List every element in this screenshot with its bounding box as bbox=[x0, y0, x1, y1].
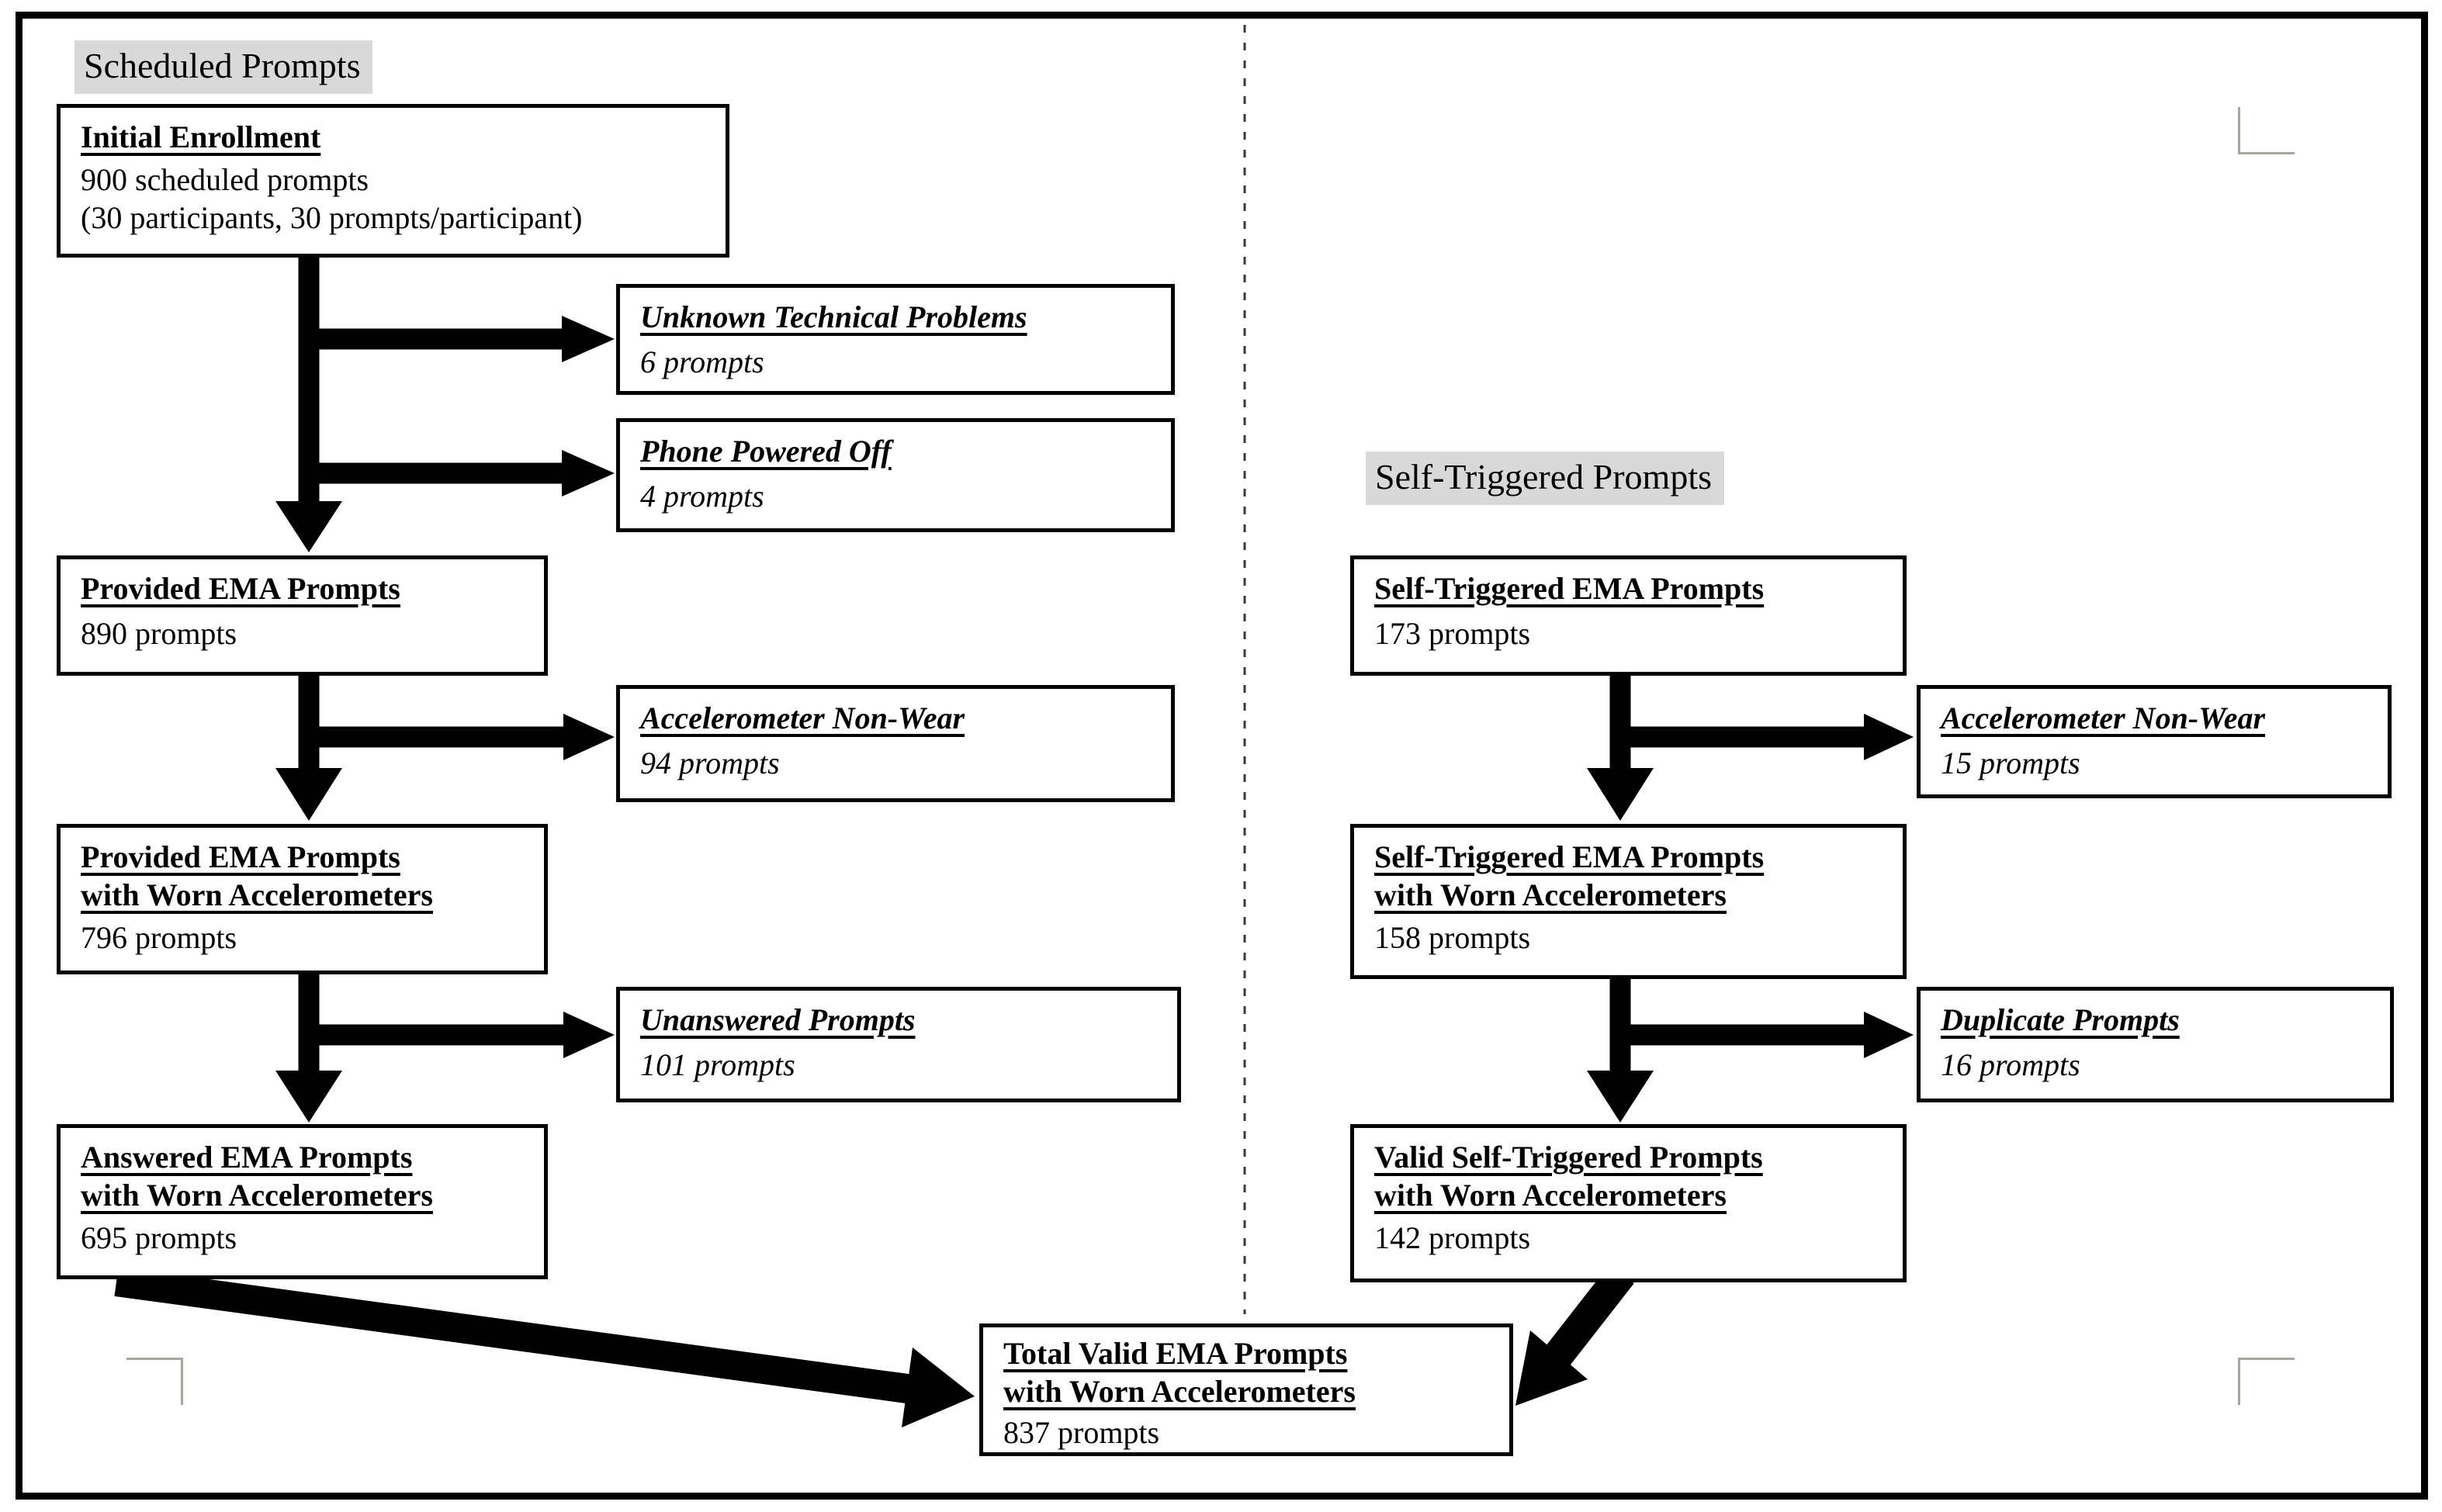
box-value: 101 prompts bbox=[640, 1047, 795, 1082]
box-title: with Worn Accelerometers bbox=[81, 1177, 433, 1213]
box-valid-self-triggered-prompts-worn: Valid Self-Triggered Prompts with Worn A… bbox=[1350, 1124, 1907, 1282]
box-answered-ema-prompts-worn: Answered EMA Prompts with Worn Accelerom… bbox=[57, 1124, 548, 1279]
box-value: 15 prompts bbox=[1941, 745, 2080, 780]
arrow-valid-to-total-diagonal bbox=[1515, 1264, 1634, 1406]
box-title: Self-Triggered EMA Prompts bbox=[1374, 839, 1765, 874]
box-value: 900 scheduled prompts bbox=[81, 161, 369, 197]
arrow-selftriggered-to-selftriggered-worn bbox=[1587, 674, 1654, 821]
arrow-branch-accelerometer-nonwear-right bbox=[1620, 714, 1914, 760]
box-unanswered-prompts: Unanswered Prompts 101 prompts bbox=[616, 987, 1181, 1102]
box-title: with Worn Accelerometers bbox=[1003, 1373, 1356, 1409]
arrow-branch-unanswered bbox=[309, 1012, 615, 1058]
box-duplicate-prompts: Duplicate Prompts 16 prompts bbox=[1917, 987, 2394, 1102]
box-title: Accelerometer Non-Wear bbox=[640, 701, 965, 735]
box-title: Total Valid EMA Prompts bbox=[1003, 1336, 1348, 1371]
box-value: 94 prompts bbox=[640, 745, 780, 780]
box-provided-ema-prompts: Provided EMA Prompts 890 prompts bbox=[57, 555, 548, 676]
arrow-branch-unknown-technical bbox=[309, 316, 615, 362]
box-title: Phone Powered Off bbox=[640, 434, 892, 469]
box-value: 142 prompts bbox=[1374, 1220, 1531, 1255]
box-value: 890 prompts bbox=[81, 615, 237, 651]
box-title: with Worn Accelerometers bbox=[81, 877, 433, 912]
box-unknown-technical-problems: Unknown Technical Problems 6 prompts bbox=[616, 284, 1175, 395]
box-title: with Worn Accelerometers bbox=[1374, 877, 1727, 912]
box-value: 158 prompts bbox=[1374, 919, 1531, 955]
arrow-branch-duplicate bbox=[1620, 1012, 1914, 1058]
arrow-selftriggered-worn-to-valid bbox=[1587, 977, 1654, 1123]
box-phone-powered-off: Phone Powered Off 4 prompts bbox=[616, 418, 1175, 532]
box-value: (30 participants, 30 prompts/participant… bbox=[81, 199, 583, 235]
crop-corner-mark-bottom-left-area bbox=[126, 1358, 183, 1405]
box-title: with Worn Accelerometers bbox=[1374, 1177, 1727, 1213]
arrow-provided-worn-to-answered bbox=[275, 973, 342, 1123]
crop-corner-mark-bottom-right-area bbox=[2238, 1358, 2295, 1405]
arrow-answered-to-total-diagonal bbox=[114, 1267, 975, 1427]
crop-corner-mark-top-right-area bbox=[2238, 107, 2295, 154]
page-border-frame bbox=[16, 12, 2428, 1500]
box-title: Initial Enrollment bbox=[81, 119, 321, 154]
arrow-provided-to-provided-worn bbox=[275, 674, 342, 821]
arrow-branch-phone-powered-off bbox=[309, 450, 615, 497]
arrow-initial-to-provided bbox=[275, 256, 342, 552]
box-self-triggered-ema-prompts: Self-Triggered EMA Prompts 173 prompts bbox=[1350, 555, 1907, 676]
box-title: Unknown Technical Problems bbox=[640, 299, 1027, 334]
box-value: 796 prompts bbox=[81, 919, 237, 955]
box-self-triggered-ema-prompts-worn: Self-Triggered EMA Prompts with Worn Acc… bbox=[1350, 824, 1907, 979]
box-title: Valid Self-Triggered Prompts bbox=[1374, 1140, 1763, 1175]
arrow-branch-accelerometer-nonwear-left bbox=[309, 714, 615, 760]
box-value: 4 prompts bbox=[640, 478, 764, 514]
box-title: Provided EMA Prompts bbox=[81, 571, 400, 606]
box-title: Provided EMA Prompts bbox=[81, 839, 400, 874]
box-accelerometer-nonwear-right: Accelerometer Non-Wear 15 prompts bbox=[1917, 685, 2392, 798]
box-initial-enrollment: Initial Enrollment 900 scheduled prompts… bbox=[57, 104, 729, 258]
box-value: 695 prompts bbox=[81, 1220, 237, 1255]
box-title: Unanswered Prompts bbox=[640, 1002, 916, 1037]
box-value: 173 prompts bbox=[1374, 615, 1531, 651]
box-provided-ema-prompts-worn: Provided EMA Prompts with Worn Accelerom… bbox=[57, 824, 548, 974]
section-title-scheduled-prompts: Scheduled Prompts bbox=[74, 40, 373, 94]
box-title: Duplicate Prompts bbox=[1941, 1002, 2180, 1037]
box-total-valid-ema-prompts-worn: Total Valid EMA Prompts with Worn Accele… bbox=[979, 1323, 1513, 1456]
section-title-self-triggered-prompts: Self-Triggered Prompts bbox=[1366, 452, 1725, 505]
box-value: 6 prompts bbox=[640, 344, 764, 379]
box-title: Accelerometer Non-Wear bbox=[1941, 701, 2266, 735]
box-accelerometer-nonwear-left: Accelerometer Non-Wear 94 prompts bbox=[616, 685, 1175, 802]
box-title: Answered EMA Prompts bbox=[81, 1140, 413, 1175]
box-value: 16 prompts bbox=[1941, 1047, 2080, 1082]
box-title: Self-Triggered EMA Prompts bbox=[1374, 571, 1765, 606]
box-value: 837 prompts bbox=[1003, 1414, 1160, 1450]
